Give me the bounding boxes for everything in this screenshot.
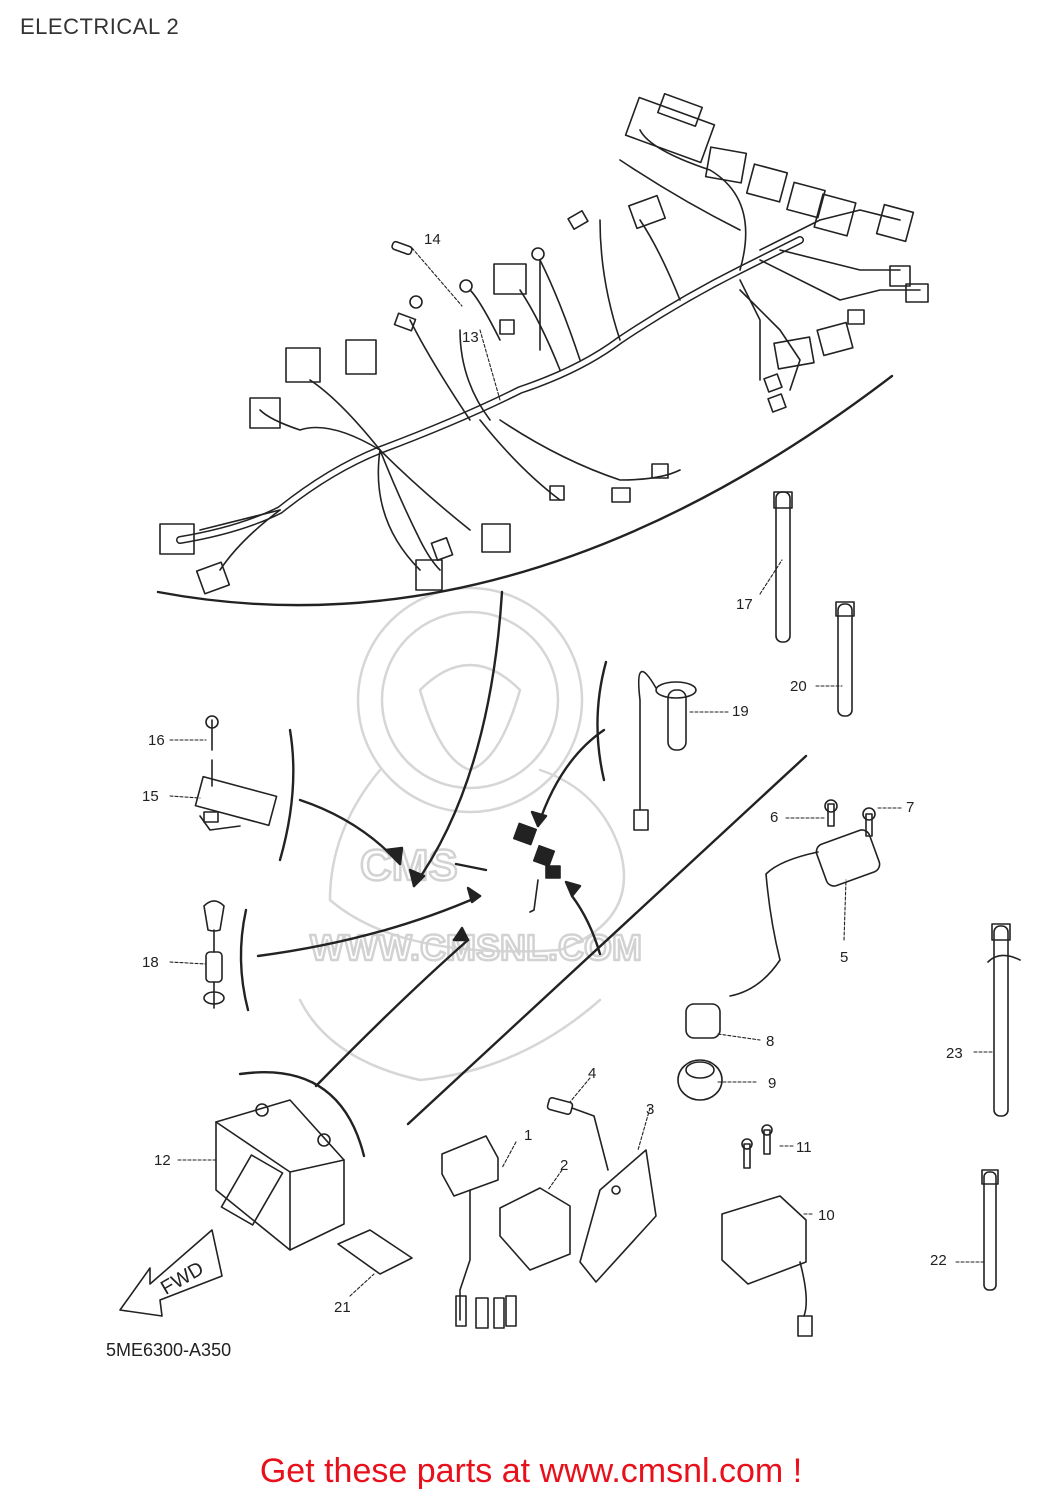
- cable-ties: [773, 491, 1021, 1291]
- callout-1: 1: [524, 1127, 532, 1144]
- callout-10: 10: [818, 1207, 835, 1224]
- leader-lines: [169, 247, 995, 1297]
- part-18-grommet: [203, 900, 225, 1009]
- callout-16: 16: [148, 732, 165, 749]
- callout-23: 23: [946, 1045, 963, 1062]
- part-1-cdi: [441, 1135, 517, 1329]
- callout-8: 8: [766, 1033, 774, 1050]
- part-21-pad: [337, 1229, 413, 1275]
- callout-9: 9: [768, 1075, 776, 1092]
- part-2-holder: [499, 1096, 657, 1283]
- callout-15: 15: [142, 788, 159, 805]
- callout-19: 19: [732, 703, 749, 720]
- callout-4: 4: [588, 1065, 596, 1082]
- callouts: 1 2 3 4 5 6 7 8 9 10 11 12 13 14 15 16 1…: [142, 231, 963, 1316]
- callout-12: 12: [154, 1152, 171, 1169]
- part-15-bracket: [194, 715, 278, 831]
- wire-harness: [159, 92, 929, 595]
- diagram-code: 5ME6300-A350: [106, 1340, 232, 1360]
- watermark-url: WWW.CMSNL.COM: [310, 927, 642, 968]
- callout-20: 20: [790, 678, 807, 695]
- part-10-relay: [721, 1124, 813, 1337]
- part-12-battery: [215, 1099, 345, 1251]
- callout-6: 6: [770, 809, 778, 826]
- fwd-arrow: FWD: [119, 1229, 223, 1317]
- callout-18: 18: [142, 954, 159, 971]
- callout-5: 5: [840, 949, 848, 966]
- watermark: CMS WWW.CMSNL.COM: [298, 586, 643, 1082]
- harness-boundary-curve: [156, 374, 894, 607]
- callout-14: 14: [424, 231, 441, 248]
- callout-13: 13: [462, 329, 479, 346]
- page-title: ELECTRICAL 2: [20, 14, 180, 39]
- parts-diagram: CMS WWW.CMSNL.COM: [119, 92, 1021, 1337]
- callout-7: 7: [906, 799, 914, 816]
- callout-17: 17: [736, 596, 753, 613]
- callout-21: 21: [334, 1299, 351, 1316]
- divider-line: [406, 754, 808, 1126]
- part-8-plug-cap: [677, 1003, 723, 1101]
- callout-11: 11: [796, 1139, 812, 1156]
- callout-3: 3: [646, 1101, 654, 1118]
- cmsnl-footer-link[interactable]: Get these parts at www.cmsnl.com !: [259, 1452, 803, 1490]
- pointer-arrows: [256, 590, 606, 1088]
- part-5-coil: [729, 799, 881, 997]
- callout-22: 22: [930, 1252, 947, 1269]
- watermark-brand: CMS: [360, 841, 458, 890]
- part-19-grip: [633, 670, 697, 831]
- callout-2: 2: [560, 1157, 568, 1174]
